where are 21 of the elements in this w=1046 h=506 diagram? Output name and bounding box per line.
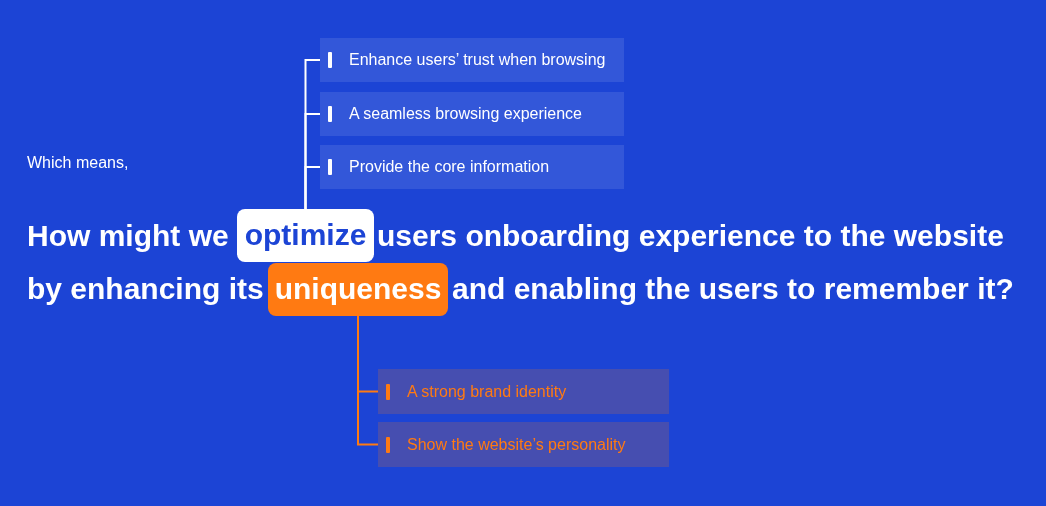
list-item-box — [320, 145, 624, 189]
list-item-text: Show the website’s personality — [407, 434, 626, 455]
question-text: How might we — [27, 218, 229, 254]
question-text: by enhancing its — [27, 271, 264, 307]
list-item-box — [378, 422, 669, 467]
list-item-box — [378, 369, 669, 414]
list-item-box — [320, 38, 624, 82]
list-item-text: A seamless browsing experience — [349, 104, 582, 124]
list-item-text: Enhance users’ trust when browsing — [349, 50, 606, 70]
highlight-box — [237, 209, 374, 262]
connector-line — [304, 166, 321, 210]
list-item-text: Provide the core information — [349, 157, 550, 177]
list-item-box — [320, 92, 624, 136]
question-text: users onboarding experience to the website — [377, 218, 1004, 254]
highlight-box — [268, 263, 448, 316]
intro-text: Which means, — [27, 153, 129, 173]
list-item-text: A strong brand identity — [407, 381, 567, 402]
connector-line — [357, 315, 379, 446]
question-text: and enabling the users to remember it? — [452, 271, 1014, 307]
highlighted-word: uniqueness — [274, 272, 442, 307]
highlighted-word: optimize — [244, 218, 367, 253]
